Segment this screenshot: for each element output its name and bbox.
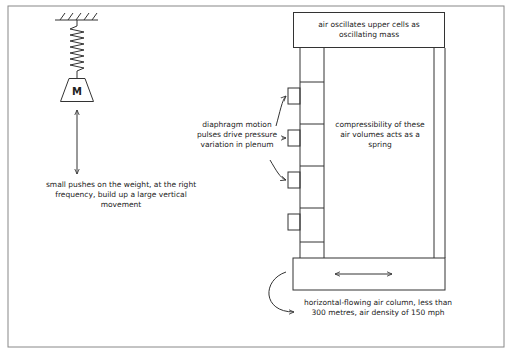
- leader-arrow: [270, 160, 286, 180]
- note-label: small pushes on the weight, at the right…: [36, 180, 206, 210]
- note-label: compressibility of these air volumes act…: [334, 120, 426, 150]
- weight-mass: M: [60, 78, 94, 102]
- flow-arrow: [335, 274, 392, 275]
- upper-air-tube: air oscillates upper cells as oscillatin…: [293, 12, 445, 48]
- node-text: air oscillates upper cells as oscillatin…: [300, 20, 438, 40]
- leader-arrow: [282, 138, 286, 139]
- note-label: horizontal-flowing air column, less than…: [298, 298, 458, 318]
- note-label: diaphragm motion pulses drive pressure v…: [196, 120, 278, 150]
- frame: [8, 6, 504, 347]
- node-text: M: [72, 85, 82, 99]
- cell-structure: [288, 48, 445, 290]
- spring: [70, 20, 84, 78]
- pointer-arrow: [269, 272, 294, 312]
- leader-arrow: [276, 96, 286, 126]
- ceiling: [55, 13, 98, 20]
- motion-arrow: [77, 110, 78, 174]
